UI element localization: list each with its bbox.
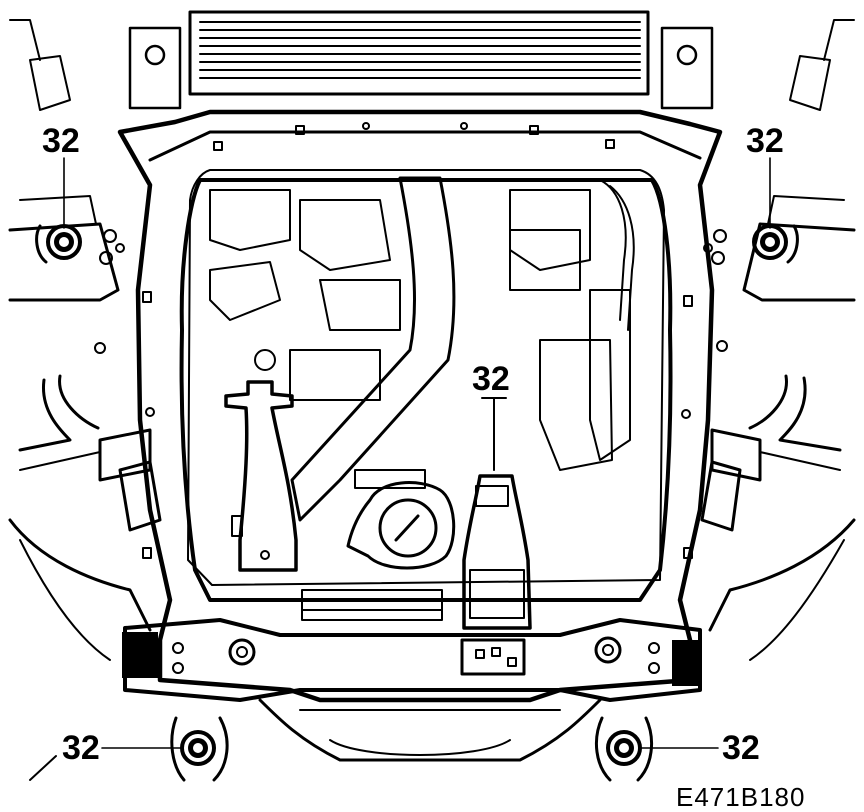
engine-details [209,179,635,621]
oil-pan-cover [346,481,456,570]
bolt-top-right [752,224,799,264]
callout-center: 32 [472,360,510,398]
leader-lines [63,157,771,749]
callout-top-right: 32 [746,122,784,160]
callout-bottom-left: 32 [62,729,100,767]
figure-reference: E471B180 [676,782,806,812]
underbody-lower [29,698,602,781]
radiator-top [128,10,714,110]
callout-top-left: 32 [42,122,80,160]
front-crossmember [122,618,702,702]
left-engine-mount [224,349,298,572]
center-engine-mount [460,397,532,676]
bolt-bottom-left [170,716,229,782]
right-side-member [700,19,856,661]
bolt-bottom-right [595,716,653,782]
callout-bottom-right: 32 [722,729,760,767]
center-pipe [290,176,456,522]
bolt-top-left [35,224,82,264]
frame-holes [94,122,728,559]
